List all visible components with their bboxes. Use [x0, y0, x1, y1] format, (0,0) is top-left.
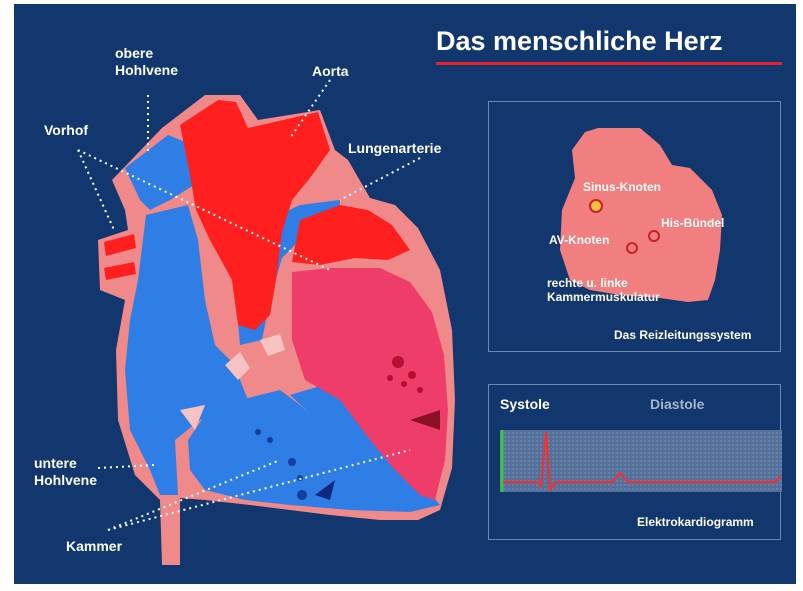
- ecg-caption: Elektrokardiogramm: [637, 515, 754, 529]
